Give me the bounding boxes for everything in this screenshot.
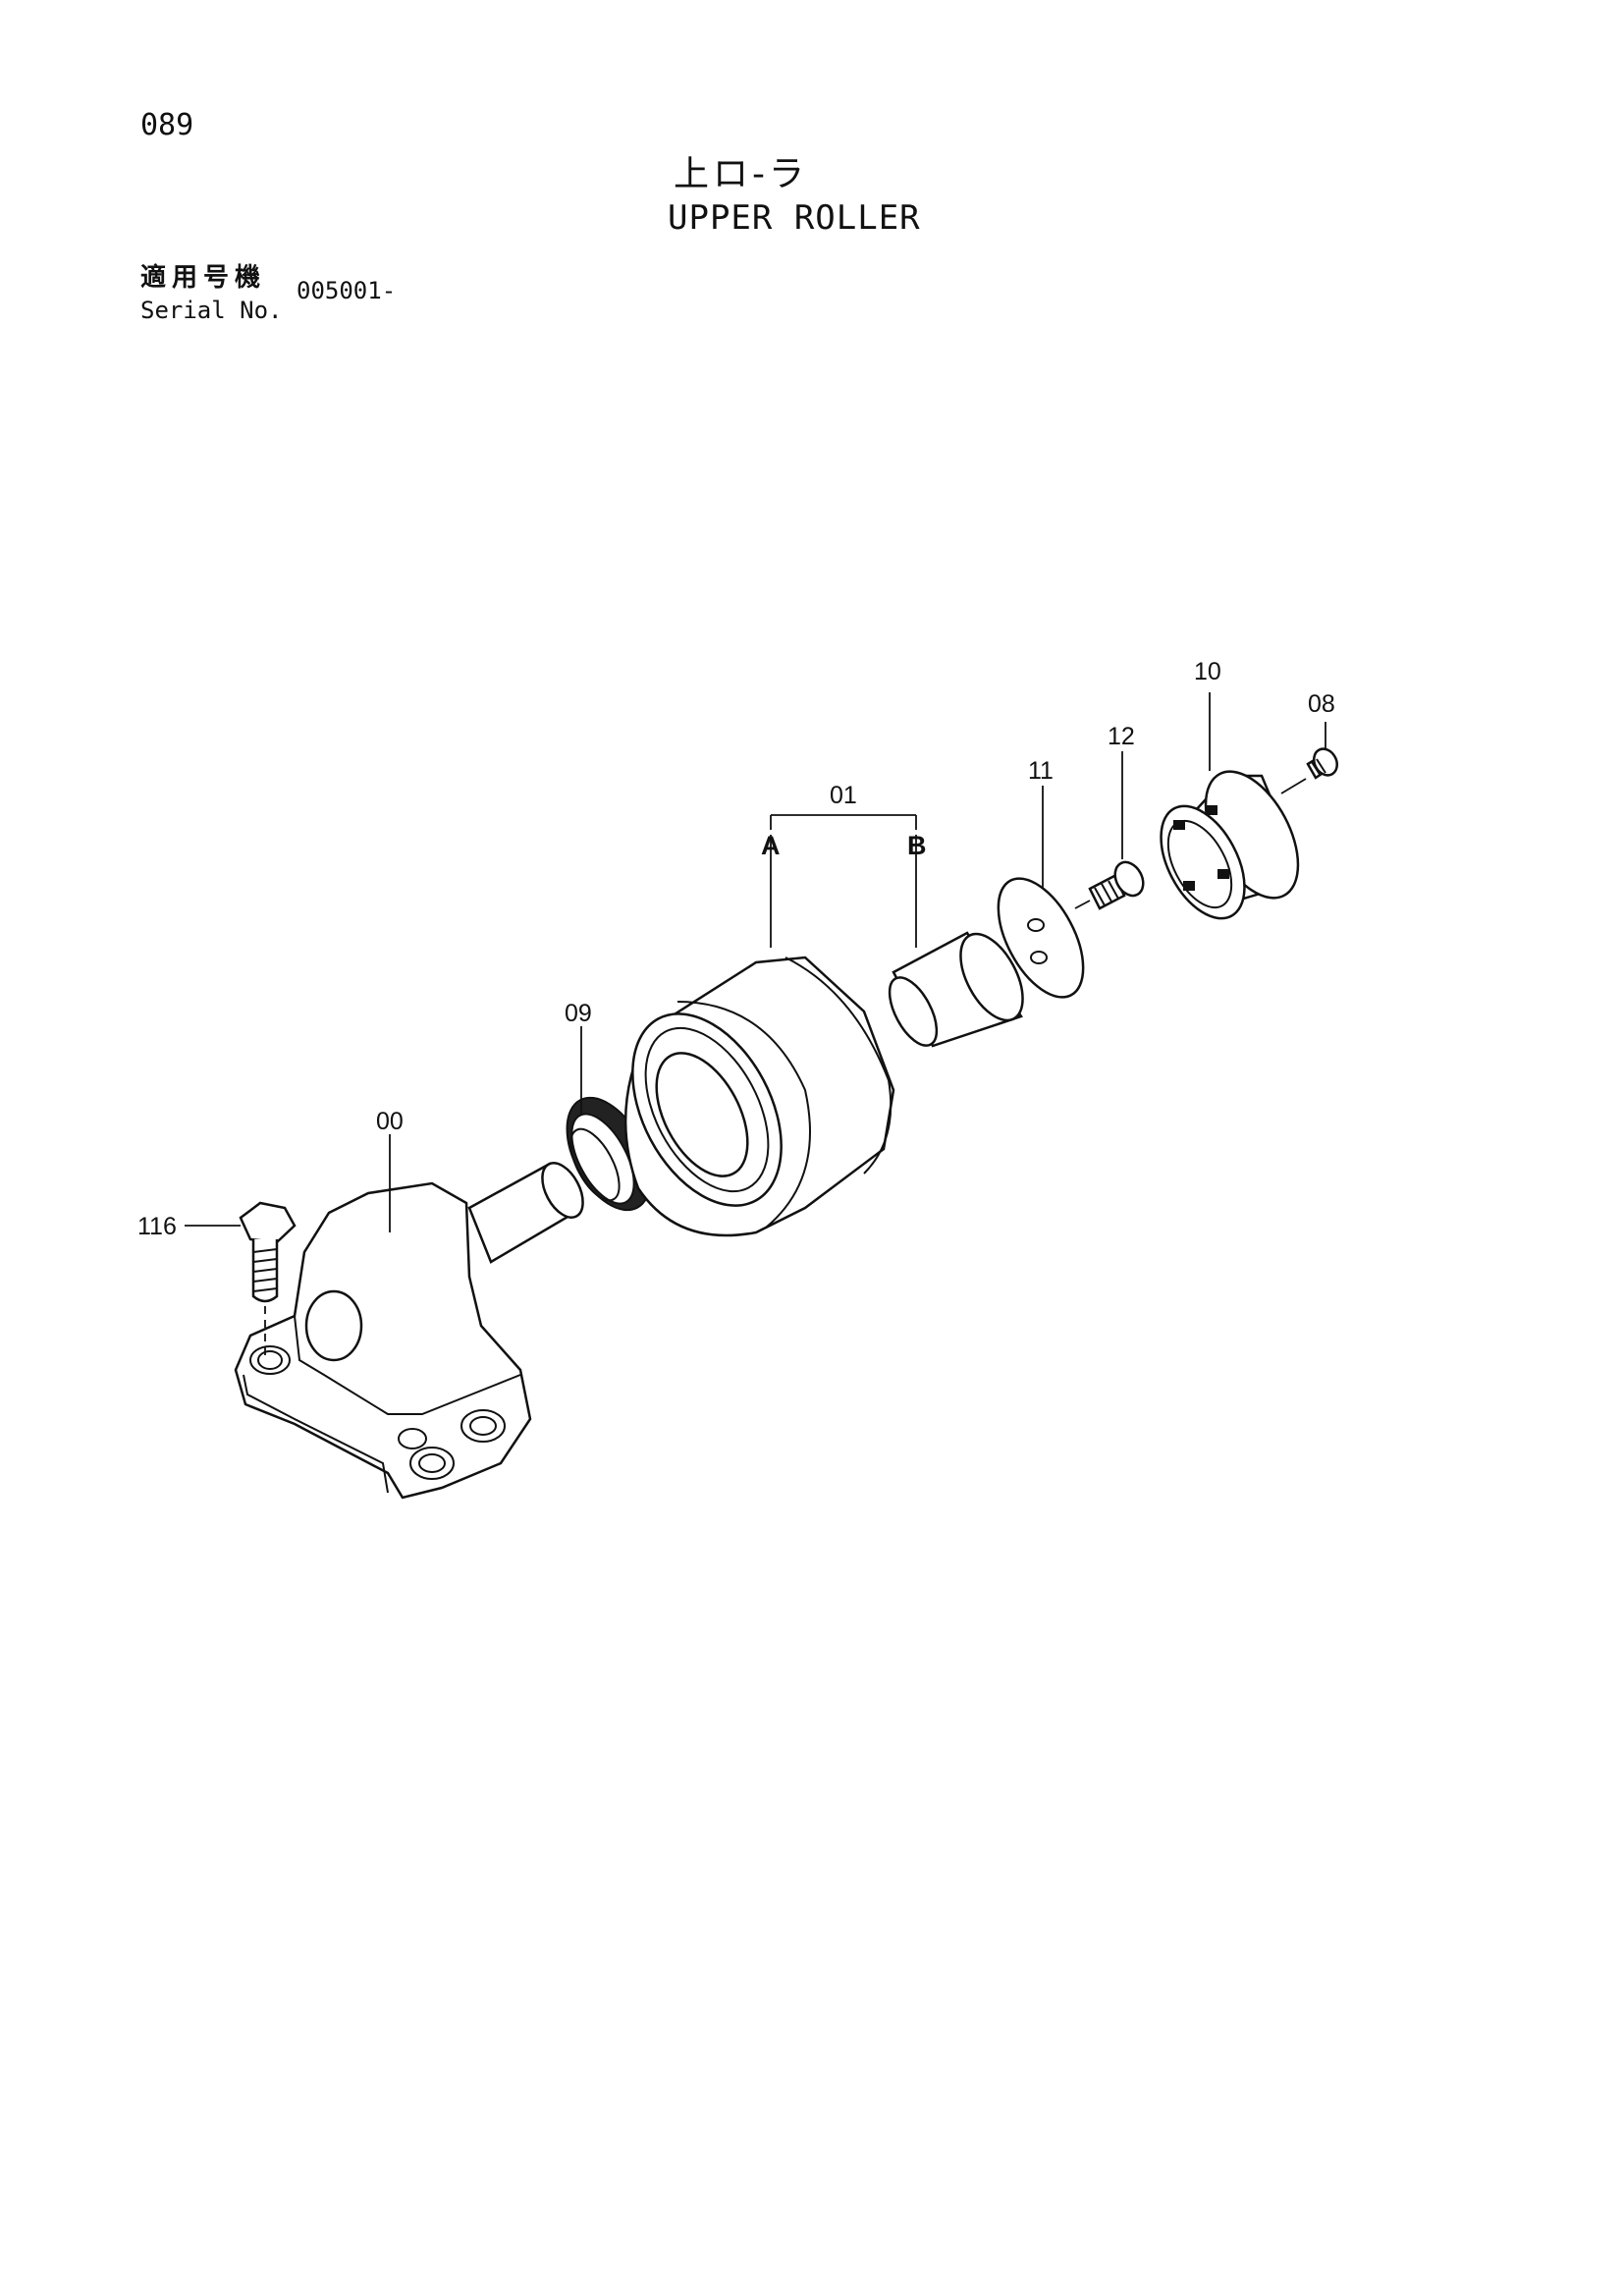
screw-part: 12 [1074, 723, 1145, 910]
serial-label-japanese: 適用号機 [140, 263, 267, 293]
plug-part: 08 [1280, 690, 1338, 794]
callout-bracket: 00 [376, 1108, 404, 1135]
serial-label: Serial No. [140, 297, 283, 324]
serial-number-range: 005001- [297, 277, 397, 304]
callout-side-b: B [907, 831, 927, 860]
callout-seal: 09 [565, 1000, 592, 1027]
callout-cover: 10 [1194, 658, 1221, 685]
bracket-part [234, 1162, 584, 1500]
washer-part: 11 [997, 757, 1085, 999]
callout-washer: 11 [1028, 757, 1054, 785]
cover-part: 10 [1160, 658, 1300, 920]
page-number: 089 [140, 108, 194, 142]
callout-plug: 08 [1308, 690, 1335, 718]
callout-side-a: A [761, 831, 781, 860]
page-title: UPPER ROLLER [668, 198, 921, 238]
roller-part: 01 A B [623, 782, 1024, 1237]
bolt-part: 116 [137, 1201, 297, 1360]
callout-screw: 12 [1108, 723, 1135, 750]
callout-bolt: 116 [137, 1213, 177, 1240]
callout-roller: 01 [830, 782, 857, 809]
seal-part: 09 [565, 1000, 652, 1212]
page-title-japanese: 上ロ-ラ [674, 154, 808, 194]
